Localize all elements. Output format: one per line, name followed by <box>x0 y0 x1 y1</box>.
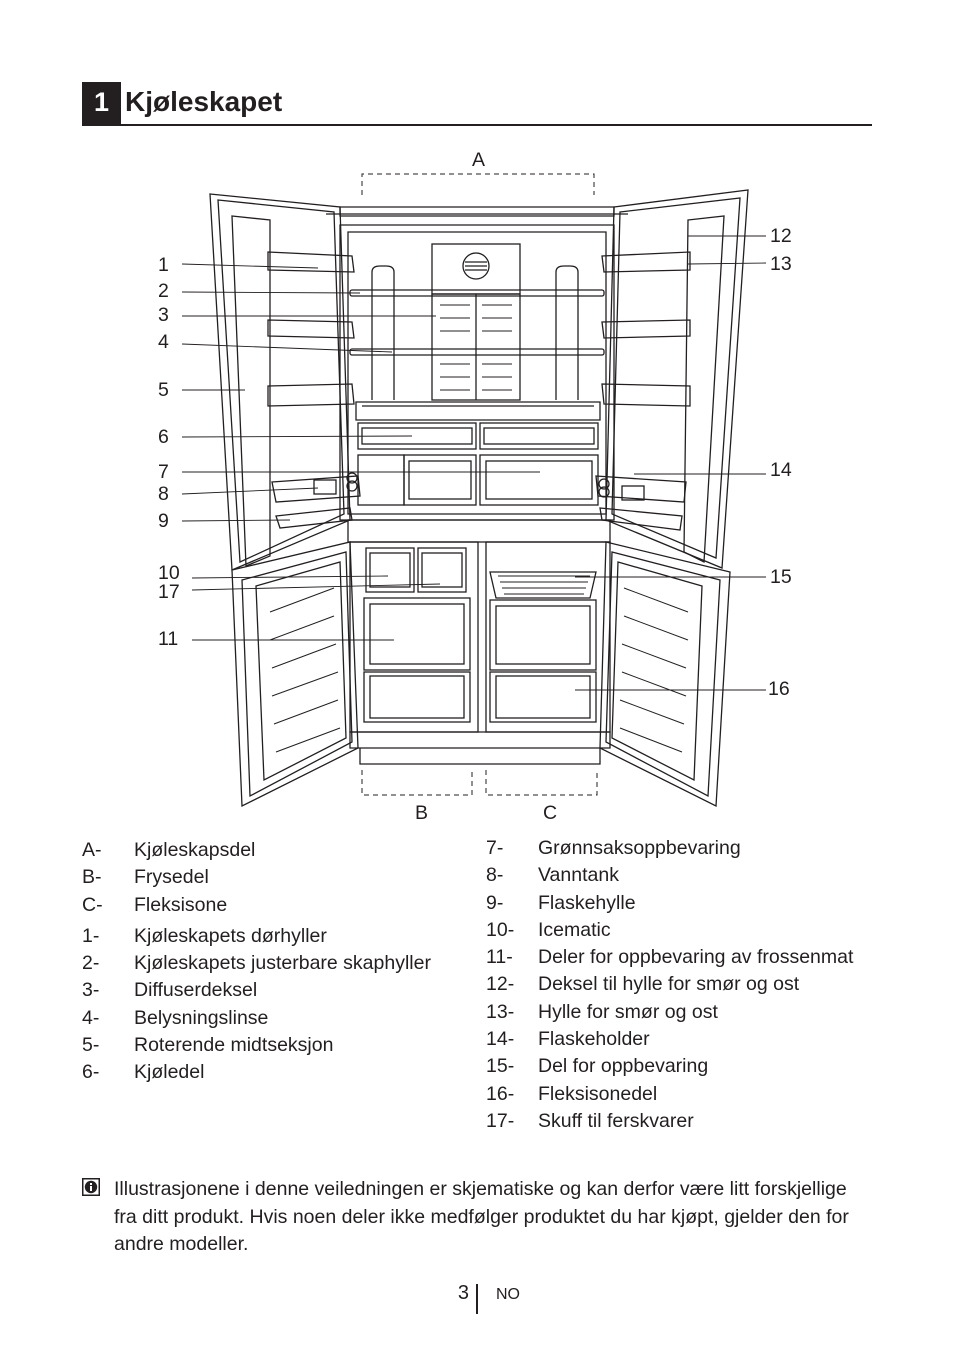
legend-item: 12- Deksel til hylle for smør og ost <box>486 971 853 998</box>
info-note: Illustrasjonene i denne veiledningen er … <box>82 1176 872 1260</box>
label-2: 2 <box>158 280 169 302</box>
legend-key: 6- <box>82 1061 100 1084</box>
legend-key: 15- <box>486 1055 515 1078</box>
legend-key: C- <box>82 893 103 916</box>
legend-key: 11- <box>486 946 513 969</box>
legend-item: 5- Roterende midtseksjon <box>82 1032 431 1059</box>
legend-key: 9- <box>486 891 504 914</box>
label-10: 10 <box>158 562 180 584</box>
legend-text: Flaskeholder <box>538 1028 650 1051</box>
label-4: 4 <box>158 331 169 353</box>
legend-key: 4- <box>82 1006 100 1029</box>
legend-key: 2- <box>82 952 100 975</box>
legend-text: Deler for oppbevaring av frossenmat <box>538 946 854 969</box>
legend-text: Hylle for smør og ost <box>538 1000 718 1023</box>
note-text: Illustrasjonene i denne veiledningen er … <box>114 1178 849 1255</box>
label-15: 15 <box>770 566 792 588</box>
legend-key: 16- <box>486 1082 515 1105</box>
legend-text: Belysningslinse <box>134 1006 269 1029</box>
legend-text: Diffuserdeksel <box>134 979 258 1002</box>
section-number: 1 <box>82 82 121 124</box>
legend-key: 8- <box>486 864 504 887</box>
legend-key: 7- <box>486 837 504 859</box>
legend-key: 5- <box>82 1034 100 1057</box>
legend-key: 3- <box>82 979 100 1002</box>
legend-text: Deksel til hylle for smør og ost <box>538 973 800 996</box>
label-16: 16 <box>768 678 790 700</box>
legend-key: 13- <box>486 1000 515 1023</box>
label-13: 13 <box>770 253 792 275</box>
legend-key: A- <box>82 839 102 861</box>
legend-text: Fleksisonedel <box>538 1082 658 1105</box>
section-title: Kjøleskapet <box>125 86 283 117</box>
legend-item: 1- Kjøleskapets dørhyller <box>82 923 431 950</box>
label-14: 14 <box>770 459 792 481</box>
label-B: B <box>415 802 428 824</box>
legend-text: Kjøleskapets justerbare skaphyller <box>134 952 431 975</box>
legend-item: 17- Skuff til ferskvarer <box>486 1108 853 1135</box>
legend-item: 7- Grønnsaksoppbevaring <box>486 835 853 862</box>
legend-key: 10- <box>486 918 515 941</box>
label-1: 1 <box>158 254 169 276</box>
legend-item: 13- Hylle for smør og ost <box>486 999 853 1026</box>
legend-item: 2- Kjøleskapets justerbare skaphyller <box>82 950 431 977</box>
label-12: 12 <box>770 225 792 247</box>
legend-text: Kjøledel <box>134 1061 205 1084</box>
legend-item: 14- Flaskeholder <box>486 1026 853 1053</box>
legend-item: 4- Belysningslinse <box>82 1005 431 1032</box>
legend-item: C- Fleksisone <box>82 892 431 919</box>
label-5: 5 <box>158 379 169 401</box>
legend-key: 1- <box>82 924 100 947</box>
legend-item: 15- Del for oppbevaring <box>486 1053 853 1080</box>
legend-text: Kjøleskapsdel <box>134 839 256 861</box>
legend-item: 8- Vanntank <box>486 862 853 889</box>
label-9: 9 <box>158 510 169 532</box>
legend-item: A- Kjøleskapsdel <box>82 837 431 864</box>
label-3: 3 <box>158 304 169 326</box>
label-11: 11 <box>158 628 178 650</box>
legend-text: Frysedel <box>134 866 209 889</box>
page-number: 3 <box>457 1282 469 1304</box>
fridge-diagram: A B C 1 2 3 4 5 6 7 8 9 10 17 11 12 13 1… <box>158 149 792 824</box>
legend-text: Fleksisone <box>134 893 228 916</box>
footer-divider <box>476 1284 478 1314</box>
label-7: 7 <box>158 461 169 483</box>
legend-right: 7- Grønnsaksoppbevaring 8- Vanntank 9- Flas… <box>486 835 853 1135</box>
legend-left: A-Kjøleskapsdel B-Frysedel C-Fleksisone … <box>82 837 431 1087</box>
legend-item: 10- Icematic <box>486 917 853 944</box>
legend-text: Del for oppbevaring <box>538 1055 709 1078</box>
legend-key: 12- <box>486 973 515 996</box>
legend-item: 11- Deler for oppbevaring av frossenmat <box>486 944 853 971</box>
section-header: 1 Kjøleskapet <box>82 82 872 126</box>
legend-key: B- <box>82 866 102 889</box>
legend-text: Flaskehylle <box>538 891 636 914</box>
label-17: 17 <box>158 581 180 603</box>
legend-item: 9- Flaskehylle <box>486 890 853 917</box>
label-6: 6 <box>158 426 169 448</box>
page-footer: 3 NO <box>0 1280 954 1320</box>
legend-item: 3- Diffuserdeksel <box>82 977 431 1004</box>
label-C: C <box>543 802 557 824</box>
legend-key: 14- <box>486 1028 515 1051</box>
legend-text: Grønnsaksoppbevaring <box>538 837 741 859</box>
legend-text: Kjøleskapets dørhyller <box>134 924 327 947</box>
label-8: 8 <box>158 483 169 505</box>
legend-text: Roterende midtseksjon <box>134 1034 334 1057</box>
legend-item: 16- Fleksisonedel <box>486 1081 853 1108</box>
legend-text: Icematic <box>538 918 611 941</box>
legend-item: B- Frysedel <box>82 864 431 891</box>
legend-key: 17- <box>486 1109 515 1132</box>
label-A: A <box>472 149 485 171</box>
language-code: NO <box>496 1286 520 1303</box>
info-icon <box>82 1178 100 1196</box>
legend-item: 6- Kjøledel <box>82 1059 431 1086</box>
legend-text: Skuff til ferskvarer <box>538 1109 694 1132</box>
legend-text: Vanntank <box>538 864 619 887</box>
